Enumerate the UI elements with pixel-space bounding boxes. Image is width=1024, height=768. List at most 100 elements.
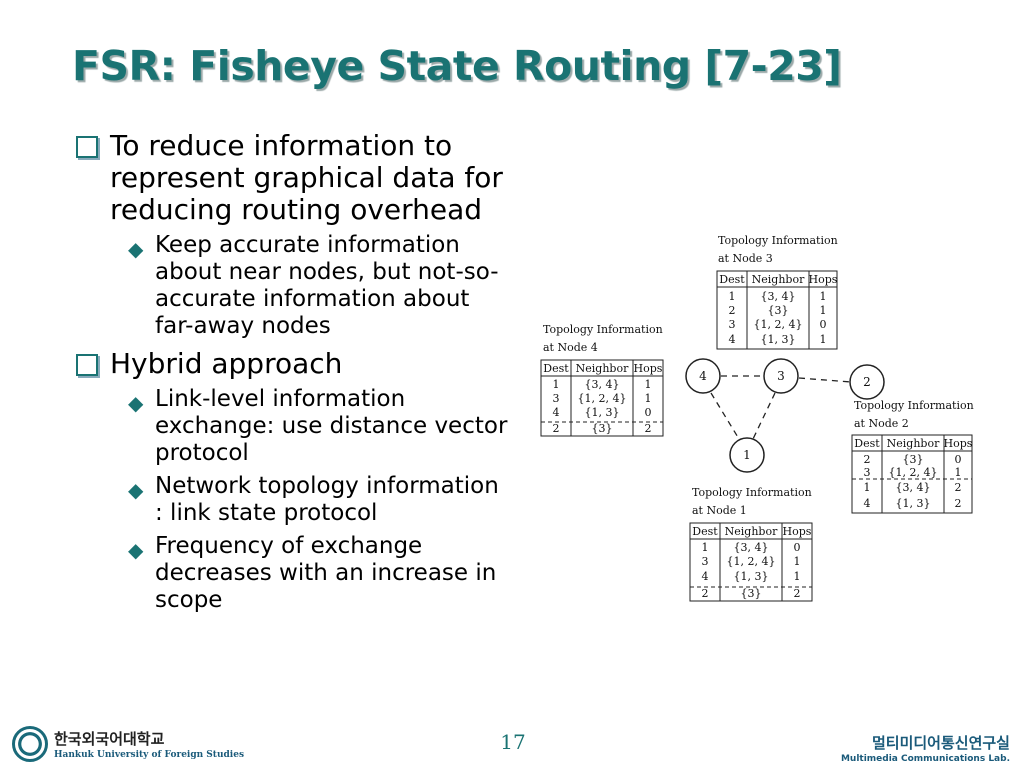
- lab-logo: 멀티미디어통신연구실 Multimedia Communications Lab…: [841, 732, 1010, 764]
- node-label: 1: [743, 448, 751, 462]
- bullet-item: To reduce information to represent graph…: [72, 130, 512, 226]
- table-cell: {1, 3}: [734, 570, 769, 583]
- table-cell: 4: [702, 570, 709, 583]
- edge-3-1: [752, 392, 776, 440]
- edges: [710, 375, 852, 440]
- checkbox-bullet-icon: [76, 136, 98, 158]
- table-header: Neighbor: [725, 525, 778, 538]
- university-seal-icon: [12, 726, 48, 762]
- table-header: Hops: [783, 525, 812, 538]
- sub-bullet-text: Keep accurate information about near nod…: [155, 232, 499, 339]
- sub-bullet-item: ◆ Keep accurate information about near n…: [72, 232, 512, 340]
- bullet-text: To reduce information to represent graph…: [110, 129, 503, 226]
- table-cell: 1: [729, 290, 736, 303]
- table-cell: 2: [955, 481, 962, 494]
- table-title: Topology Information: [718, 234, 838, 247]
- bullet-item: Hybrid approach: [72, 348, 512, 380]
- sub-bullet-item: ◆ Network topology information : link st…: [72, 473, 512, 527]
- node-label: 4: [699, 369, 707, 383]
- table-cell: 1: [794, 570, 801, 583]
- table-cell: {1, 2, 4}: [578, 392, 627, 405]
- table-cell: {3}: [741, 587, 762, 600]
- table-subtitle: at Node 1: [692, 504, 747, 517]
- table-cell: 0: [645, 406, 652, 419]
- table-cell: 1: [645, 378, 652, 391]
- table-cell: 1: [955, 466, 962, 479]
- table-cell: 4: [864, 497, 871, 510]
- table-cell: 3: [553, 392, 560, 405]
- table-header: Dest: [854, 437, 880, 450]
- table-cell: 2: [794, 587, 801, 600]
- node-label: 3: [777, 369, 785, 383]
- university-logo: 한국외국어대학교 Hankuk University of Foreign St…: [12, 726, 244, 762]
- checkbox-bullet-icon: [76, 354, 98, 376]
- sub-bullet-item: ◆ Frequency of exchange decreases with a…: [72, 533, 512, 614]
- table-cell: {1, 3}: [761, 333, 796, 346]
- table-header: Hops: [944, 437, 973, 450]
- table-subtitle: at Node 2: [854, 417, 909, 430]
- table-cell: {1, 2, 4}: [889, 466, 938, 479]
- table-cell: {1, 3}: [585, 406, 620, 419]
- table-cell: 3: [702, 555, 709, 568]
- university-name-english: Hankuk University of Foreign Studies: [54, 750, 245, 760]
- table-title: Topology Information: [854, 399, 974, 412]
- table-node-2: Topology Information at Node 2 Dest Neig…: [851, 399, 974, 514]
- table-cell: 1: [820, 304, 827, 317]
- diamond-bullet-icon: ◆: [128, 391, 144, 415]
- fsr-topology-figure: 4 3 2 1 Topology Information at Node 3 D…: [525, 225, 985, 614]
- table-cell: 1: [820, 290, 827, 303]
- diamond-bullet-icon: ◆: [128, 237, 144, 261]
- table-header: Dest: [543, 362, 569, 375]
- table-header: Hops: [809, 273, 838, 286]
- sub-bullet-text: Frequency of exchange decreases with an …: [155, 533, 497, 613]
- table-cell: 1: [645, 392, 652, 405]
- topology-diagram: 4 3 2 1 Topology Information at Node 3 D…: [540, 234, 974, 602]
- table-cell: 4: [553, 406, 560, 419]
- table-header: Neighbor: [887, 437, 940, 450]
- edge-3-2: [798, 377, 852, 383]
- node-2: [849, 364, 885, 400]
- table-cell: 2: [729, 304, 736, 317]
- table-cell: 0: [794, 541, 801, 554]
- table-cell: {3, 4}: [734, 541, 769, 554]
- table-subtitle: at Node 3: [718, 252, 773, 265]
- page-number: 17: [500, 730, 526, 754]
- table-node-3: Topology Information at Node 3 Dest Neig…: [716, 234, 838, 350]
- table-header: Dest: [719, 273, 745, 286]
- table-cell: {1, 2, 4}: [754, 318, 803, 331]
- table-cell: {1, 2, 4}: [727, 555, 776, 568]
- table-cell: 0: [955, 453, 962, 466]
- lab-name-korean: 멀티미디어통신연구실: [871, 734, 1010, 752]
- table-cell: 1: [553, 378, 560, 391]
- diamond-bullet-icon: ◆: [128, 538, 144, 562]
- table-cell: 4: [729, 333, 736, 346]
- table-node-4: Topology Information at Node 4 Dest Neig…: [540, 323, 664, 437]
- table-cell: 3: [729, 318, 736, 331]
- table-cell: 3: [864, 466, 871, 479]
- diamond-bullet-icon: ◆: [128, 478, 144, 502]
- table-cell: 2: [864, 453, 871, 466]
- table-cell: 1: [702, 541, 709, 554]
- table-cell: {3, 4}: [896, 481, 931, 494]
- table-title: Topology Information: [543, 323, 663, 336]
- table-header: Dest: [692, 525, 718, 538]
- bullet-text: Hybrid approach: [110, 347, 343, 380]
- table-cell: {3}: [592, 422, 613, 435]
- node-label: 2: [863, 375, 871, 389]
- table-header: Neighbor: [752, 273, 805, 286]
- table-cell: 0: [820, 318, 827, 331]
- node-1: [729, 437, 765, 473]
- table-cell: {1, 3}: [896, 497, 931, 510]
- table-cell: {3, 4}: [585, 378, 620, 391]
- node-4: [685, 358, 721, 394]
- table-cell: 2: [553, 422, 560, 435]
- table-cell: 2: [702, 587, 709, 600]
- node-3: [763, 358, 799, 394]
- table-cell: 2: [645, 422, 652, 435]
- bullet-list: To reduce information to represent graph…: [72, 130, 512, 614]
- table-subtitle: at Node 4: [543, 341, 598, 354]
- table-cell: {3, 4}: [761, 290, 796, 303]
- table-cell: 1: [864, 481, 871, 494]
- table-header: Hops: [634, 362, 663, 375]
- slide-title: FSR: Fisheye State Routing [7-23]: [72, 42, 842, 90]
